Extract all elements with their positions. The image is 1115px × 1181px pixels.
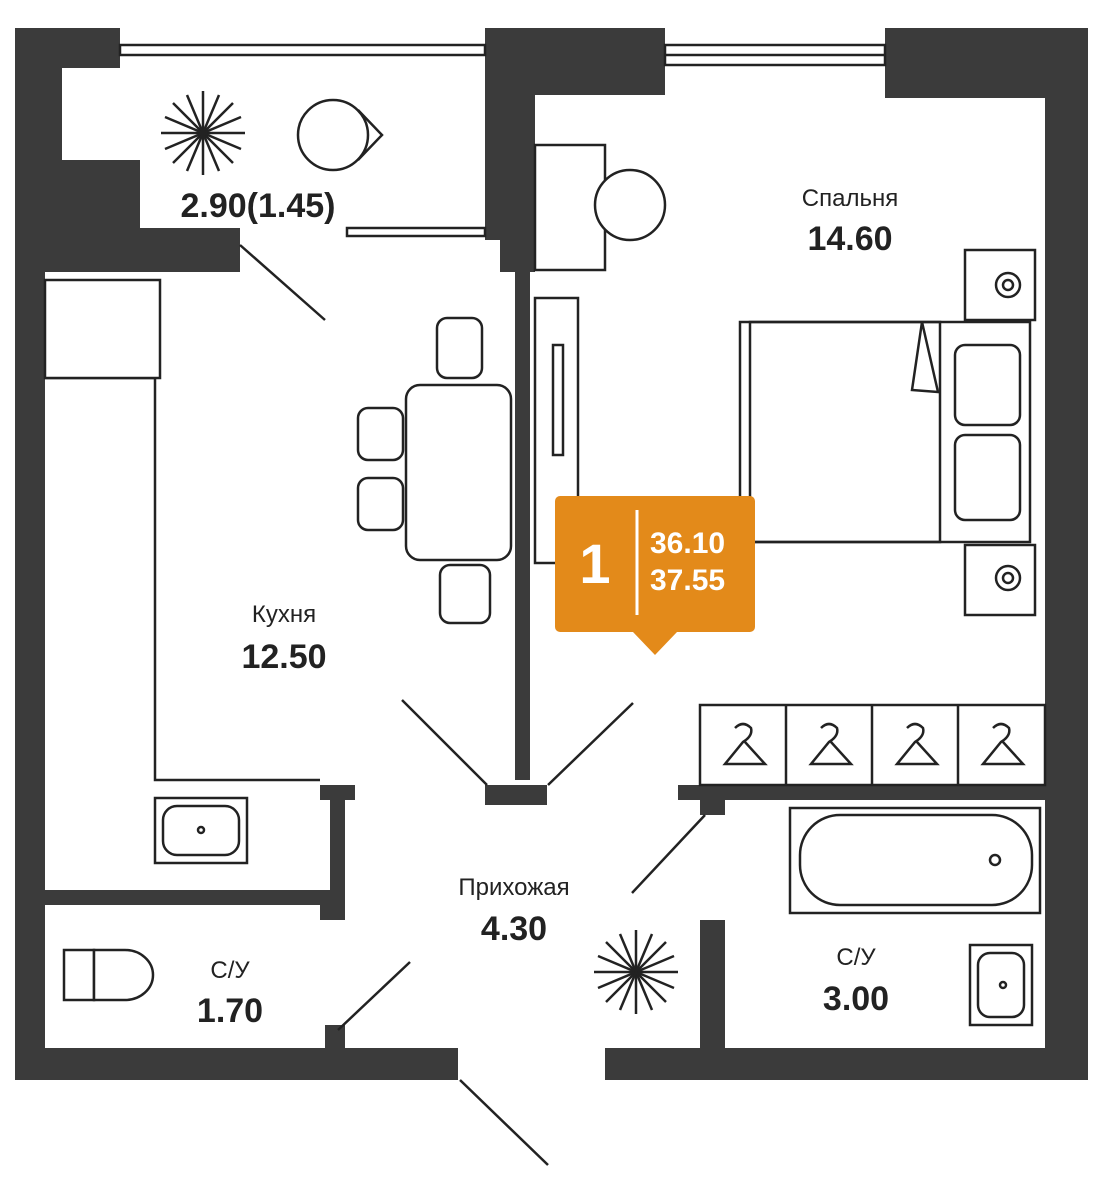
badge-total-area: 37.55 <box>650 564 725 597</box>
bedroom-furniture <box>533 143 1047 787</box>
kitchen-area: 12.50 <box>241 638 326 676</box>
dining-table <box>356 316 513 625</box>
bedroom-name: Спальня <box>802 185 898 212</box>
plant-icon <box>594 930 678 1014</box>
wc-small-area: 1.70 <box>197 992 263 1030</box>
badge-living-area: 36.10 <box>650 527 725 560</box>
balcony-area: 2.90(1.45) <box>181 187 336 225</box>
balcony-furniture <box>161 91 384 175</box>
wc-small-name: С/У <box>210 957 250 984</box>
hanger-icon <box>722 722 1026 766</box>
bathroom-fixtures <box>62 806 1042 1027</box>
walls <box>15 28 1088 1080</box>
badge-room-count: 1 <box>579 532 610 595</box>
bedroom-area: 14.60 <box>807 220 892 258</box>
windows <box>118 43 887 238</box>
hallway-area: 4.30 <box>481 910 547 948</box>
apartment-badge: 1 36.10 37.55 <box>555 496 755 655</box>
wc-large-area: 3.00 <box>823 980 889 1018</box>
kitchen-counter <box>43 278 320 865</box>
wc-large-name: С/У <box>836 944 876 971</box>
doors <box>239 244 706 1166</box>
kitchen-name: Кухня <box>252 601 316 628</box>
hallway-name: Прихожая <box>458 874 569 901</box>
